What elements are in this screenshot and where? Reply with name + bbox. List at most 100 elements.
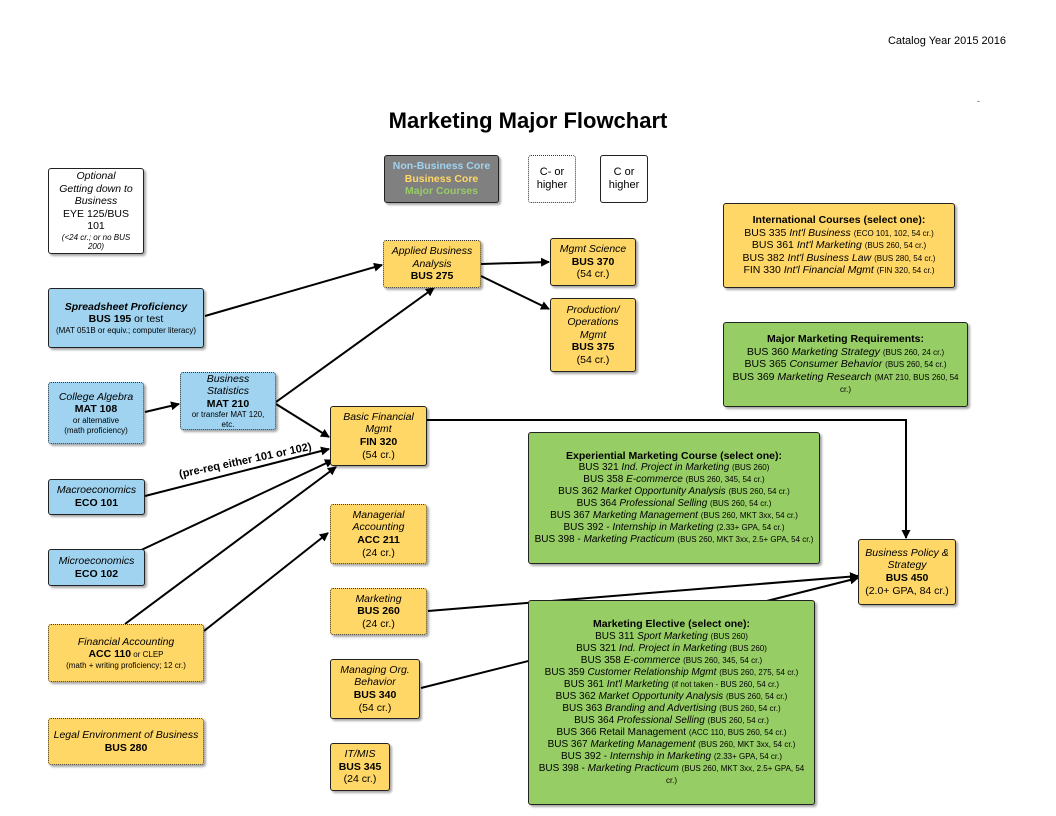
acc211-code: ACC 211 <box>357 534 400 546</box>
acc211-name1: Managerial <box>352 508 405 521</box>
arrow-mat210-fin320 <box>275 403 330 438</box>
elective-item[interactable]: BUS 392 - Internship in Marketing (2.33+… <box>561 750 782 762</box>
bus275-code: BUS 275 <box>410 270 454 283</box>
arrow-bus275-bus370 <box>480 257 550 267</box>
arrow-eco101-fin320 <box>144 446 330 497</box>
bus345-name: IT/MIS <box>344 748 376 761</box>
bus260-name: Marketing <box>355 592 402 605</box>
course-bus345[interactable]: IT/MIS BUS 345 (24 cr.) <box>330 743 390 791</box>
legend-business-core: Business Core <box>404 172 479 185</box>
mat210-note: or transfer MAT 120, etc. <box>191 410 265 429</box>
bus375-code: BUS 375 <box>571 341 615 354</box>
course-bus280[interactable]: Legal Environment of Business BUS 280 <box>48 718 204 765</box>
course-eco102[interactable]: Microeconomics ECO 102 <box>48 549 145 586</box>
course-eco101[interactable]: Macroeconomics ECO 101 <box>48 479 145 515</box>
mat210-name1: Business <box>206 372 250 385</box>
elective-item[interactable]: BUS 363 Branding and Advertising (BUS 26… <box>562 702 781 714</box>
fin320-code: FIN 320 <box>359 436 398 448</box>
legend-c-text: C or higher <box>608 165 640 191</box>
course-bus450[interactable]: Business Policy & Strategy BUS 450 (2.0+… <box>858 539 956 605</box>
bus340-name1: Managing Org. <box>340 663 410 676</box>
bus195-suffix: or test <box>131 313 164 326</box>
elective-item[interactable]: BUS 367 Marketing Management (BUS 260, M… <box>547 738 796 750</box>
bus375-name3: Mgmt <box>579 328 607 341</box>
acc110-suffix: or CLEP <box>131 650 164 660</box>
page-title: Marketing Major Flowchart <box>388 108 668 133</box>
eye125-line1: Optional <box>76 169 116 182</box>
international-item[interactable]: FIN 330 Int'l Financial Mgmt (FIN 320, 5… <box>743 264 935 277</box>
legend-non-business: Non-Business Core <box>392 160 491 173</box>
requirement-item[interactable]: BUS 365 Consumer Behavior (BUS 260, 54 c… <box>744 358 947 371</box>
elective-item[interactable]: BUS 364 Professional Selling (BUS 260, 5… <box>574 714 769 726</box>
eco102-name: Microeconomics <box>58 554 135 567</box>
bus450-name2: Strategy <box>887 559 927 572</box>
elective-item[interactable]: BUS 362 Market Opportunity Analysis (BUS… <box>555 690 788 702</box>
experiential-item[interactable]: BUS 392 - Internship in Marketing (2.33+… <box>563 522 785 534</box>
marketing-elective-box: Marketing Elective (select one): BUS 311… <box>528 600 815 805</box>
elective-item[interactable]: BUS 311 Sport Marketing (BUS 260) <box>595 630 748 642</box>
international-item[interactable]: BUS 382 Int'l Business Law (BUS 280, 54 … <box>742 251 936 264</box>
bus340-credits: (54 cr.) <box>358 701 392 714</box>
bus450-code: BUS 450 <box>885 572 929 584</box>
experiential-item[interactable]: BUS 362 Market Opportunity Analysis (BUS… <box>558 486 790 498</box>
course-bus195[interactable]: Spreadsheet Proficiency BUS 195 or test … <box>48 288 204 348</box>
elective-item[interactable]: BUS 398 - Marketing Practicum (BUS 260, … <box>538 762 805 785</box>
eye125-line3: Business <box>74 195 118 208</box>
elective-item[interactable]: BUS 321 Ind. Project in Marketing (BUS 2… <box>576 642 767 654</box>
acc110-name: Financial Accounting <box>77 635 175 648</box>
bus195-code: BUS 195 <box>88 313 132 326</box>
bus370-code: BUS 370 <box>571 255 615 268</box>
course-bus275[interactable]: Applied Business Analysis BUS 275 <box>383 240 481 288</box>
eco102-code: ECO 102 <box>74 567 119 580</box>
course-fin320[interactable]: Basic Financial Mgmt FIN 320 (54 cr.) <box>330 406 427 466</box>
international-item[interactable]: BUS 335 Int'l Business (ECO 101, 102, 54… <box>744 226 934 239</box>
fin320-name2: Mgmt <box>365 423 392 436</box>
corner-mark: - <box>977 96 980 106</box>
experiential-item[interactable]: BUS 321 Ind. Project in Marketing (BUS 2… <box>578 462 770 474</box>
requirement-item[interactable]: BUS 369 Marketing Research (MAT 210, BUS… <box>732 370 959 395</box>
bus260-code: BUS 260 <box>357 605 400 618</box>
legend-color-key: Non-Business Core Business Core Major Co… <box>384 155 499 203</box>
course-mat108[interactable]: College Algebra MAT 108 or alternative (… <box>48 382 144 444</box>
course-bus340[interactable]: Managing Org. Behavior BUS 340 (54 cr.) <box>330 659 420 719</box>
elective-item[interactable]: BUS 358 E-commerce (BUS 260, 345, 54 cr.… <box>580 654 763 666</box>
course-bus375[interactable]: Production/ Operations Mgmt BUS 375 (54 … <box>550 298 636 372</box>
experiential-item[interactable]: BUS 364 Professional Selling (BUS 260, 5… <box>576 498 772 510</box>
experiential-item[interactable]: BUS 367 Marketing Management (BUS 260, M… <box>550 510 798 522</box>
eye125-code: EYE 125/BUS 101 <box>63 207 129 233</box>
mat108-note2: (math proficiency) <box>64 425 128 435</box>
mat108-code: MAT 108 <box>74 403 118 416</box>
catalog-year: Catalog Year 2015 2016 <box>887 35 1006 47</box>
eco101-name: Macroeconomics <box>56 484 137 497</box>
bus375-name1: Production/ <box>566 303 620 316</box>
experiential-title: Experiential Marketing Course (select on… <box>566 449 782 462</box>
bus450-name1: Business Policy & <box>865 546 949 559</box>
international-courses-box: International Courses (select one): BUS … <box>723 203 955 288</box>
international-item[interactable]: BUS 361 Int'l Marketing (BUS 260, 54 cr.… <box>751 239 927 252</box>
fin320-credits: (54 cr.) <box>362 448 395 461</box>
eco101-code: ECO 101 <box>74 497 119 509</box>
bus280-name: Legal Environment of Business <box>53 728 199 741</box>
arrow-mat108-mat210 <box>144 401 180 413</box>
elective-item[interactable]: BUS 366 Retail Management (ACC 110, BUS … <box>556 726 787 738</box>
course-bus260[interactable]: Marketing BUS 260 (24 cr.) <box>330 588 427 635</box>
requirement-item[interactable]: BUS 360 Marketing Strategy (BUS 260, 24 … <box>746 345 945 358</box>
experiential-item[interactable]: BUS 398 - Marketing Practicum (BUS 260, … <box>534 534 814 546</box>
mat108-name: College Algebra <box>58 390 134 403</box>
course-acc110[interactable]: Financial Accounting ACC 110 or CLEP (ma… <box>48 624 204 682</box>
course-bus370[interactable]: Mgmt Science BUS 370 (54 cr.) <box>550 238 636 286</box>
eye125-line2: Getting down to <box>59 182 133 195</box>
bus195-name: Spreadsheet Proficiency <box>64 300 188 313</box>
elective-item[interactable]: BUS 359 Customer Relationship Mgmt (BUS … <box>544 666 799 678</box>
course-eye125[interactable]: Optional Getting down to Business EYE 12… <box>48 168 144 254</box>
course-acc211[interactable]: Managerial Accounting ACC 211 (24 cr.) <box>330 504 427 564</box>
bus375-name2: Operations <box>567 316 619 329</box>
acc110-code: ACC 110 <box>88 648 132 661</box>
elective-item[interactable]: BUS 361 Int'l Marketing (if not taken - … <box>563 678 780 690</box>
course-mat210[interactable]: Business Statistics MAT 210 or transfer … <box>180 372 276 430</box>
arrow-bus260-bus450 <box>427 572 859 612</box>
bus370-credits: (54 cr.) <box>576 268 610 281</box>
experiential-item[interactable]: BUS 358 E-commerce (BUS 260, 345, 54 cr.… <box>583 474 765 486</box>
mat210-code: MAT 210 <box>206 397 250 410</box>
bus260-credits: (24 cr.) <box>362 617 395 630</box>
